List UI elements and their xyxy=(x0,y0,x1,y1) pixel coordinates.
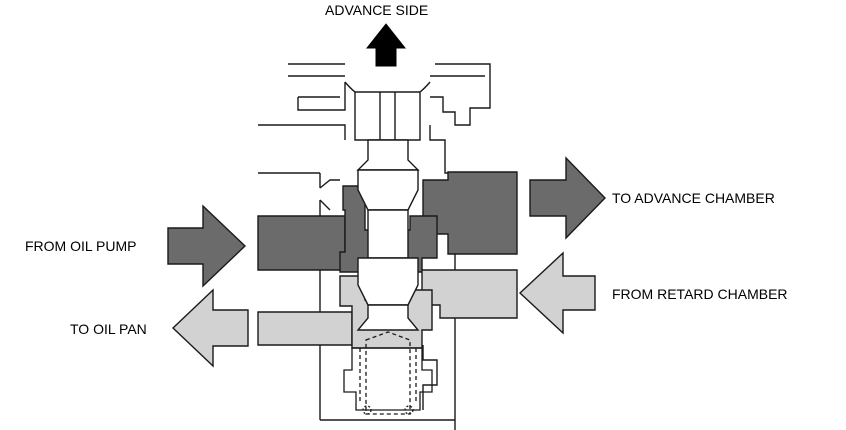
to-advance-chamber-arrow xyxy=(529,156,606,240)
advance-side-label: ADVANCE SIDE xyxy=(325,2,429,18)
spring-and-plug xyxy=(343,331,433,415)
dark-oil-passages xyxy=(257,171,518,273)
to-oil-pan-arrow xyxy=(171,288,249,368)
valve-top-housing xyxy=(258,63,491,430)
to-advance-chamber-label: TO ADVANCE CHAMBER xyxy=(612,190,775,206)
advance-side-arrow xyxy=(365,23,407,67)
from-retard-chamber-label: FROM RETARD CHAMBER xyxy=(612,286,788,302)
from-retard-chamber-arrow xyxy=(518,251,596,335)
spool-valve xyxy=(354,91,421,331)
from-oil-pump-arrow xyxy=(167,204,247,288)
drain-passage xyxy=(257,311,353,346)
pump-inlet-passage xyxy=(257,215,346,271)
valve-body-outline xyxy=(319,173,455,421)
retard-chamber-passage xyxy=(421,269,518,319)
from-oil-pump-label: FROM OIL PUMP xyxy=(25,238,137,254)
to-oil-pan-label: TO OIL PAN xyxy=(70,321,147,337)
